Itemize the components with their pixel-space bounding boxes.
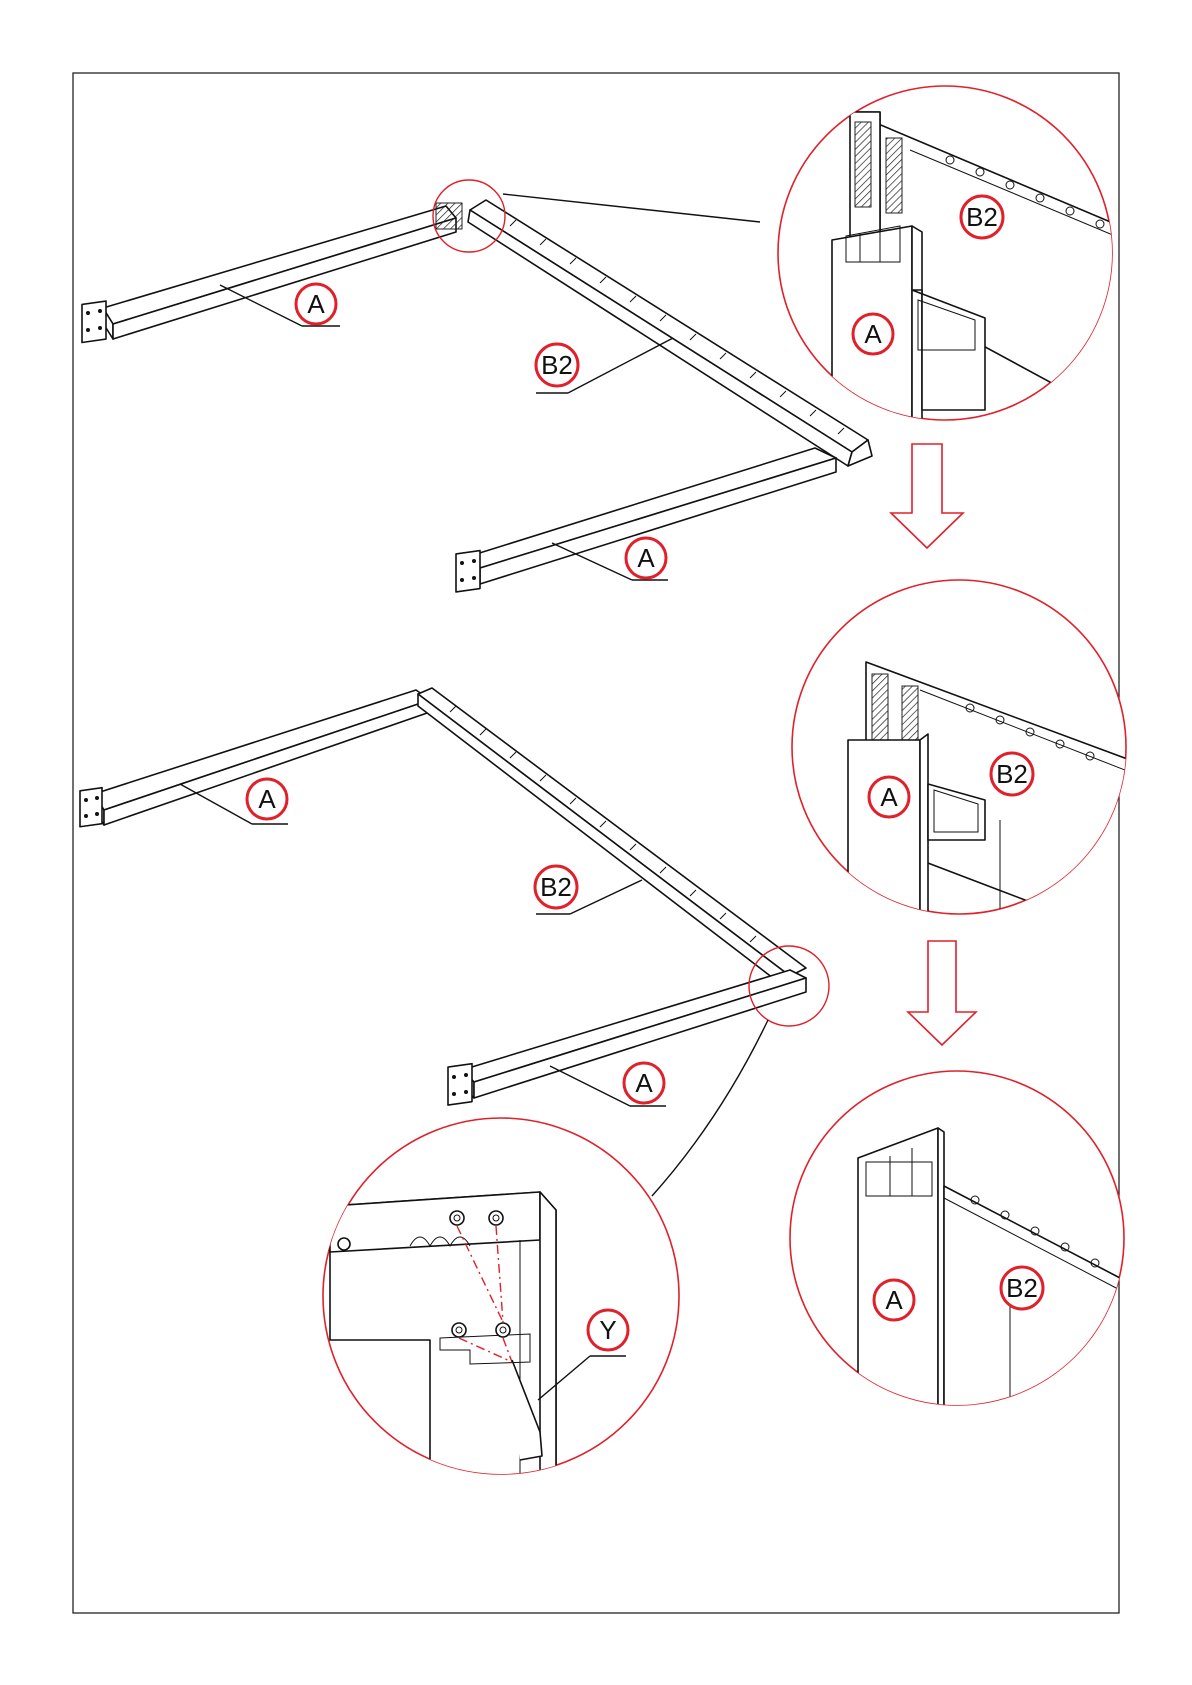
svg-text:B2: B2 [966, 202, 998, 232]
svg-text:A: A [258, 784, 276, 814]
svg-text:B2: B2 [1006, 1273, 1038, 1303]
bottom-assembly [80, 688, 829, 1196]
label-a-4: A [550, 1063, 666, 1106]
svg-text:B2: B2 [540, 872, 572, 902]
label-b2-1: B2 [536, 338, 673, 393]
detail-view-4: Y [323, 1118, 679, 1480]
label-b2-detail-3: B2 [1001, 1267, 1043, 1309]
svg-text:A: A [864, 319, 882, 349]
beam-b2-bottom [418, 688, 806, 976]
label-b2-2: B2 [535, 866, 642, 914]
detail-view-1: A B2 [778, 86, 1120, 430]
svg-text:A: A [880, 782, 898, 812]
svg-text:A: A [637, 543, 655, 573]
label-a-detail-2: A [869, 777, 909, 817]
svg-text:B2: B2 [541, 350, 573, 380]
step-arrow-down-1 [891, 444, 963, 548]
svg-text:B2: B2 [996, 759, 1028, 789]
svg-text:A: A [635, 1068, 653, 1098]
step-arrow-down-2 [908, 941, 976, 1045]
hatched-insert [436, 203, 462, 229]
beam-a-top-left [103, 206, 456, 324]
top-assembly [82, 180, 872, 592]
label-a-detail-1: A [853, 314, 893, 354]
svg-text:A: A [885, 1285, 903, 1315]
label-b2-detail-2: B2 [991, 753, 1033, 795]
detail-view-3: A B2 [790, 1071, 1124, 1420]
svg-text:A: A [307, 289, 325, 319]
detail-view-2: A B2 [792, 580, 1130, 940]
label-b2-detail-1: B2 [961, 196, 1003, 238]
beam-end-plate [82, 301, 106, 342]
label-a-detail-3: A [874, 1280, 914, 1320]
svg-text:Y: Y [599, 1315, 616, 1345]
